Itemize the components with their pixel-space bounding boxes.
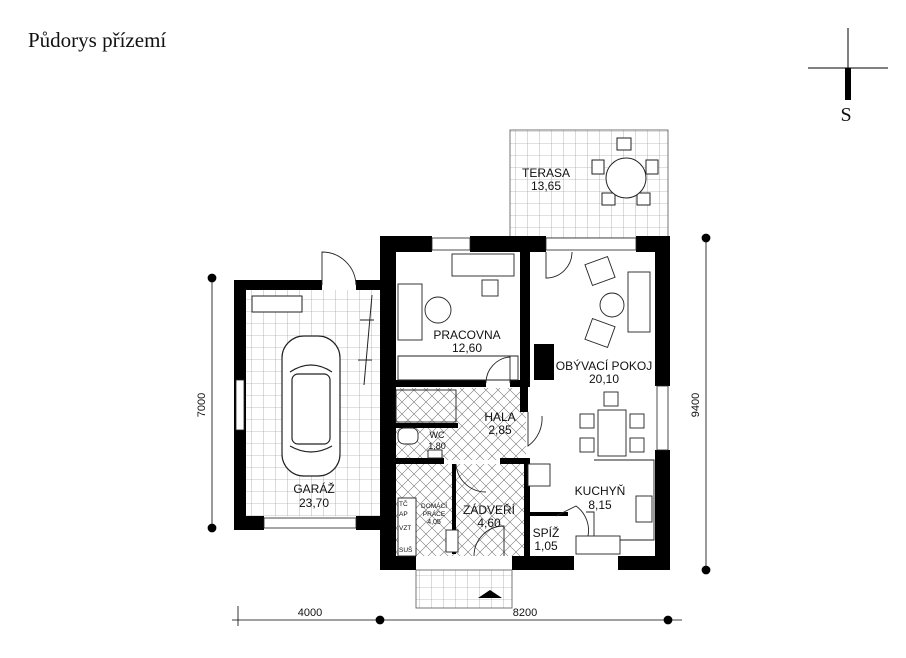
coffee-table-icon xyxy=(424,296,452,324)
wardrobe-icon xyxy=(397,355,519,381)
equipment-label: VZT xyxy=(399,525,411,532)
room-name: GARÁŽ xyxy=(293,481,334,496)
fridge-icon xyxy=(527,463,551,487)
walls xyxy=(234,236,670,570)
windows xyxy=(235,237,669,529)
kitchen-counter-icon xyxy=(586,459,655,541)
room-area: 8,15 xyxy=(588,498,612,512)
north-arrow-icon xyxy=(808,28,888,100)
sofa-icon xyxy=(397,283,423,341)
sink-icon xyxy=(445,529,459,553)
room-name: PRACOVNA xyxy=(433,328,500,342)
room-name: OBÝVACÍ POKOJ xyxy=(556,358,652,373)
dimension-bottom-right: 8200 xyxy=(513,607,537,619)
washbasin-icon xyxy=(427,449,443,459)
office-chair-icon xyxy=(481,279,499,297)
stairs-icon xyxy=(395,389,457,423)
entrance-step xyxy=(415,569,513,609)
bicycle-icon xyxy=(358,294,374,386)
furniture xyxy=(395,253,655,557)
entrance-arrow-icon xyxy=(478,590,502,598)
sink-icon xyxy=(575,535,621,555)
room-area: 2,85 xyxy=(488,423,512,437)
room-area: 13,65 xyxy=(531,179,561,193)
room-area: 1,05 xyxy=(534,539,558,553)
dimension-lines xyxy=(207,233,711,626)
room-name: TERASA xyxy=(522,166,570,180)
dining-table-icon xyxy=(597,409,627,457)
room-name: DOMÁCÍ xyxy=(421,501,447,510)
room-area: 1,80 xyxy=(428,441,446,451)
armchair-icon xyxy=(584,317,616,349)
dimension-left: 7000 xyxy=(196,393,208,417)
desk-icon xyxy=(451,253,515,277)
room-name: WC xyxy=(430,430,445,440)
toilet-icon xyxy=(397,427,419,445)
room-area: 4,60 xyxy=(477,516,501,530)
table-chairs-icon xyxy=(591,137,659,206)
room-name: ZÁDVEŘÍ xyxy=(463,502,516,517)
utility-floor xyxy=(396,464,528,556)
room-name: SPÍŽ xyxy=(533,525,560,540)
room-area: 4,05 xyxy=(427,519,441,526)
plan-title: Půdorys přízemí xyxy=(28,28,167,52)
coffee-table-icon xyxy=(599,292,625,318)
room-area: 23,70 xyxy=(299,496,329,510)
room-area: 12,60 xyxy=(452,341,482,355)
doors xyxy=(321,251,589,557)
room-area: 20,10 xyxy=(589,372,619,386)
dimension-right: 9400 xyxy=(690,393,702,417)
room-name: HALA xyxy=(484,410,515,424)
equipment-label: SUŠ xyxy=(399,545,413,554)
north-label: S xyxy=(840,104,851,126)
room-name: PRÁCE xyxy=(423,509,446,518)
car-icon xyxy=(281,335,341,477)
equipment-label: TČ xyxy=(399,499,408,508)
armchair-icon xyxy=(584,255,616,287)
sofa-icon xyxy=(627,271,651,333)
equipment-label: AP xyxy=(399,511,408,518)
workbench-icon xyxy=(251,295,303,313)
stove-icon xyxy=(635,495,653,523)
dimension-bottom-left: 4000 xyxy=(298,607,322,619)
technical-units-icon xyxy=(397,497,417,557)
room-name: KUCHYŇ xyxy=(575,483,626,498)
